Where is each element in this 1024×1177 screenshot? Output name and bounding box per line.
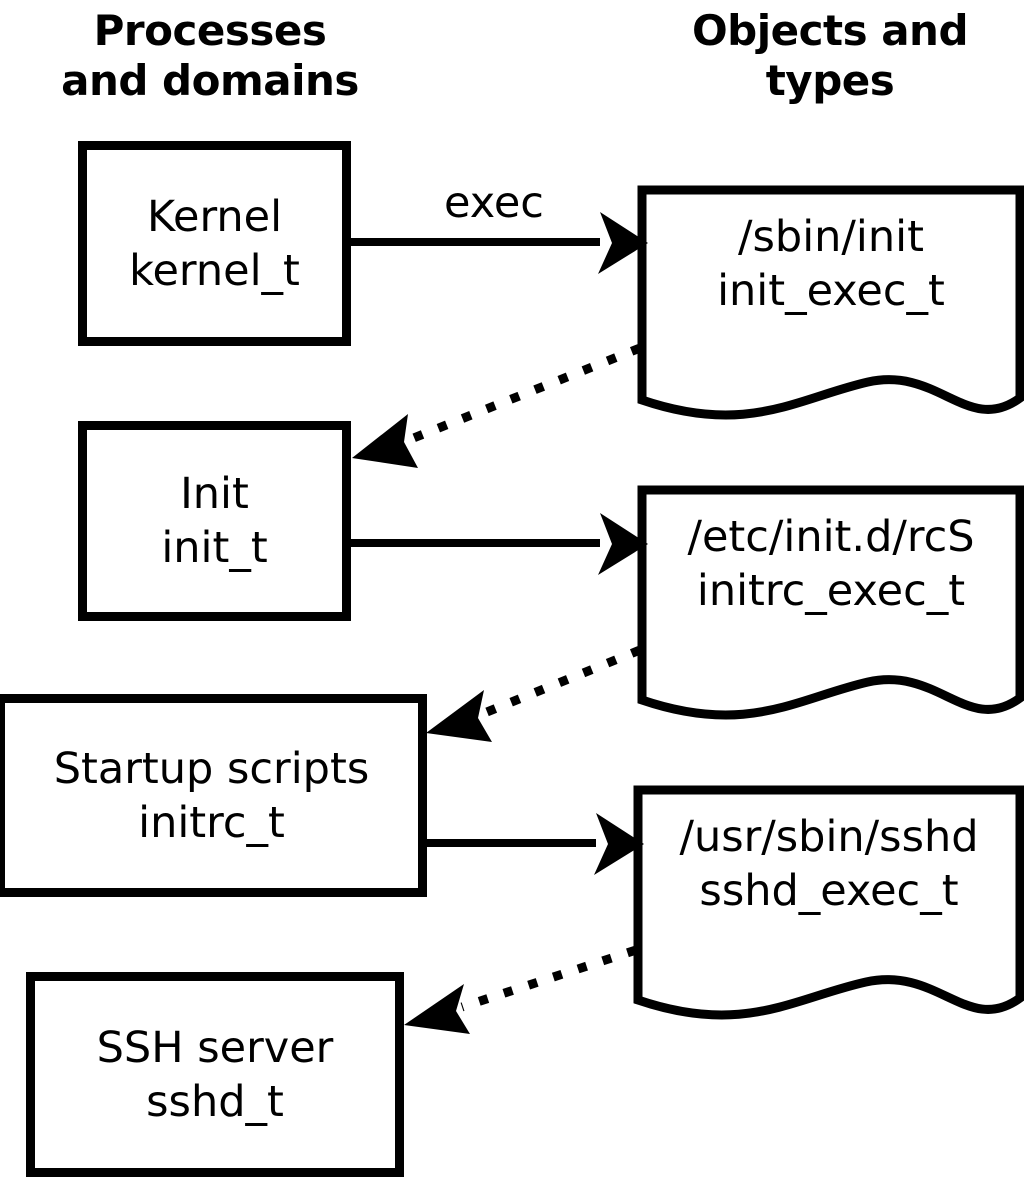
process-type-ssh-server: sshd_t [146, 1076, 284, 1127]
process-name-ssh-server: SSH server [96, 1022, 334, 1073]
process-type-kernel: kernel_t [129, 245, 300, 296]
edge-transition-init [352, 343, 642, 468]
edge-transition-sshd [404, 945, 638, 1034]
object-path-etc-initd-rcs: /etc/init.d/rcS [687, 512, 975, 562]
column-header-processes-and-domains: Processes and domains [61, 6, 359, 105]
object-type-initrc-exec-t: initrc_exec_t [696, 566, 966, 616]
document-shape-icon [637, 185, 1024, 420]
object-type-sshd-exec-t: sshd_exec_t [699, 866, 959, 916]
document-shape-icon [637, 485, 1024, 720]
process-name-kernel: Kernel [146, 191, 283, 242]
object-path-sbin-init: /sbin/init [738, 212, 924, 262]
object-path-usr-sbin-sshd: /usr/sbin/sshd [679, 812, 979, 862]
edge-label-exec: exec [444, 178, 544, 228]
object-document-sbin-init[interactable]: /sbin/init init_exec_t [637, 185, 1024, 436]
object-document-etc-initd-rcs[interactable]: /etc/init.d/rcS initrc_exec_t [637, 485, 1024, 736]
edge-transition-initrc [426, 645, 642, 742]
process-type-startup-scripts: initrc_t [138, 797, 285, 848]
process-name-startup-scripts: Startup scripts [53, 743, 370, 794]
process-box-init[interactable]: Init init_t [78, 421, 351, 621]
object-document-usr-sbin-sshd[interactable]: /usr/sbin/sshd sshd_exec_t [633, 785, 1024, 1036]
process-box-kernel[interactable]: Kernel kernel_t [78, 141, 351, 346]
column-header-objects-and-types: Objects and types [691, 6, 969, 105]
edge-exec-rcs [351, 513, 648, 575]
object-type-init-exec-t: init_exec_t [717, 266, 945, 316]
process-type-init: init_t [161, 523, 268, 573]
process-name-init: Init [180, 469, 249, 519]
edge-exec-sshd [426, 813, 644, 875]
process-box-ssh-server[interactable]: SSH server sshd_t [26, 972, 404, 1177]
process-box-startup-scripts[interactable]: Startup scripts initrc_t [0, 694, 427, 897]
document-shape-icon [633, 785, 1024, 1020]
